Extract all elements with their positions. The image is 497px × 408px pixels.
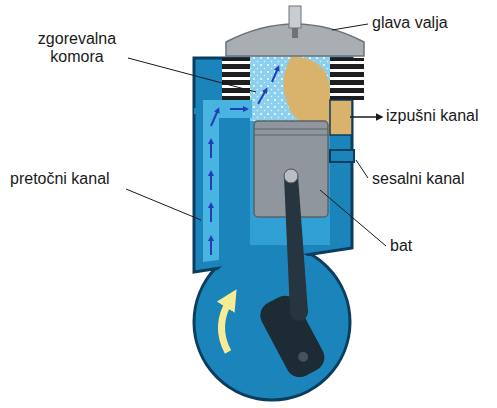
- cylinder-head: [226, 24, 364, 56]
- exhaust-arrow: [350, 116, 382, 118]
- cooling-fins: [330, 58, 364, 100]
- intake-port: [330, 150, 354, 162]
- part-label: sesalni kanal: [372, 170, 465, 188]
- part-label: pretočni kanal: [10, 170, 110, 188]
- exhaust-port: [330, 100, 352, 135]
- part-label: glava valja: [372, 14, 448, 32]
- transfer-channel: [203, 100, 252, 262]
- spark-plug: [289, 6, 301, 28]
- rotation-arrow: [221, 300, 230, 352]
- part-label: zgorevalna komora: [22, 30, 132, 67]
- leader-lines: [126, 24, 386, 246]
- connecting-rod: [284, 176, 308, 312]
- part-label: izpušni kanal: [386, 107, 479, 125]
- part-label: bat: [390, 237, 412, 255]
